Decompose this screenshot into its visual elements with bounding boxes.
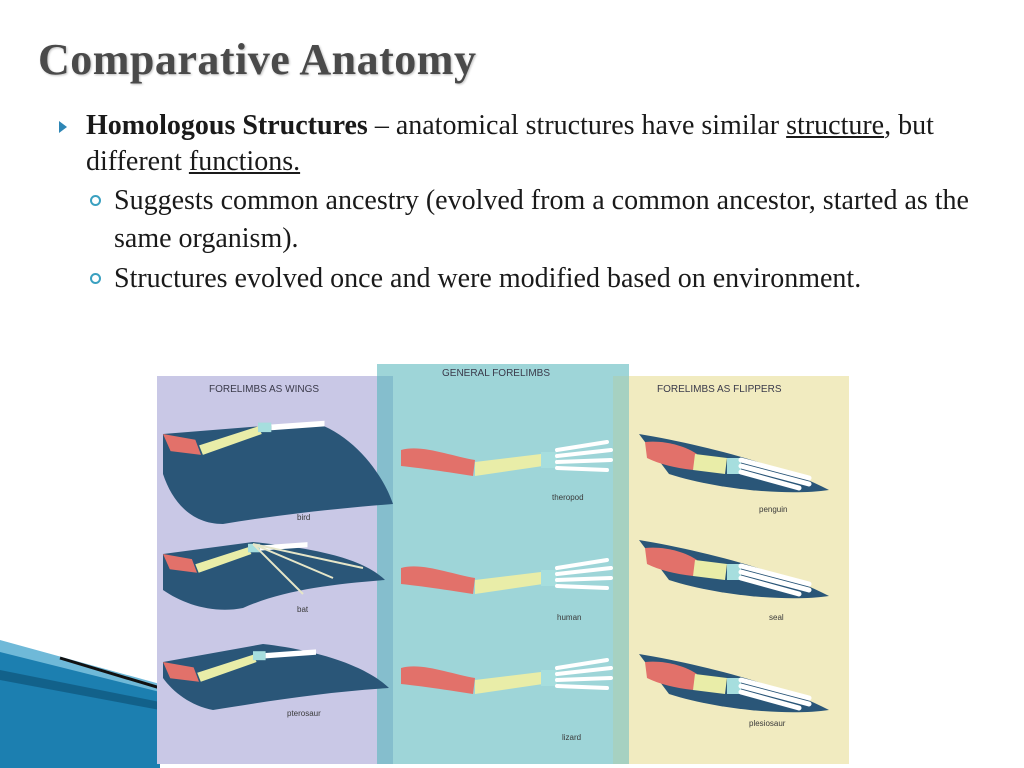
bullet-text-b: , but different xyxy=(86,110,934,177)
bird-forelimb xyxy=(163,420,393,524)
animal-label-lizard: lizard xyxy=(562,733,581,742)
animal-label-plesiosaur: plesiosaur xyxy=(749,719,786,728)
bat-forelimb xyxy=(163,542,385,610)
panel-label-flippers: FORELIMBS AS FLIPPERS xyxy=(657,384,782,395)
pterosaur-forelimb xyxy=(163,644,389,710)
animal-label-bat: bat xyxy=(297,605,309,614)
circle-bullet-icon xyxy=(90,195,101,206)
sub-bullet-text: Suggests common ancestry (evolved from a… xyxy=(114,185,969,254)
term-homologous: Homologous Structures xyxy=(86,110,368,141)
animal-label-seal: seal xyxy=(769,613,784,622)
animal-label-pterosaur: pterosaur xyxy=(287,709,321,718)
sub-bullet-ancestry: Suggests common ancestry (evolved from a… xyxy=(58,182,978,258)
word-functions: functions. xyxy=(188,146,301,177)
panel-label-general: GENERAL FORELIMBS xyxy=(442,368,550,379)
slide-title: Comparative Anatomy xyxy=(38,35,477,84)
corner-decoration xyxy=(0,640,160,768)
homologous-forelimbs-diagram: FORELIMBS AS WINGS GENERAL FORELIMBS FOR… xyxy=(157,364,849,764)
bullet-homologous: Homologous Structures – anatomical struc… xyxy=(58,108,978,180)
animal-label-human: human xyxy=(557,613,581,622)
word-structure: structure xyxy=(786,110,885,141)
bullet-dash: – xyxy=(367,110,396,141)
circle-bullet-icon xyxy=(90,273,101,284)
panel-label-wings: FORELIMBS AS WINGS xyxy=(209,384,319,395)
sub-bullet-evolved: Structures evolved once and were modifie… xyxy=(58,260,978,298)
animal-label-theropod: theropod xyxy=(552,493,584,502)
bullet-text-a: anatomical structures have similar xyxy=(395,110,787,141)
bullet-arrow-icon xyxy=(59,121,67,133)
animal-label-bird: bird xyxy=(297,513,310,522)
animal-label-penguin: penguin xyxy=(759,505,787,514)
bullet-list: Homologous Structures – anatomical struc… xyxy=(58,108,978,298)
sub-bullet-text: Structures evolved once and were modifie… xyxy=(114,263,862,294)
